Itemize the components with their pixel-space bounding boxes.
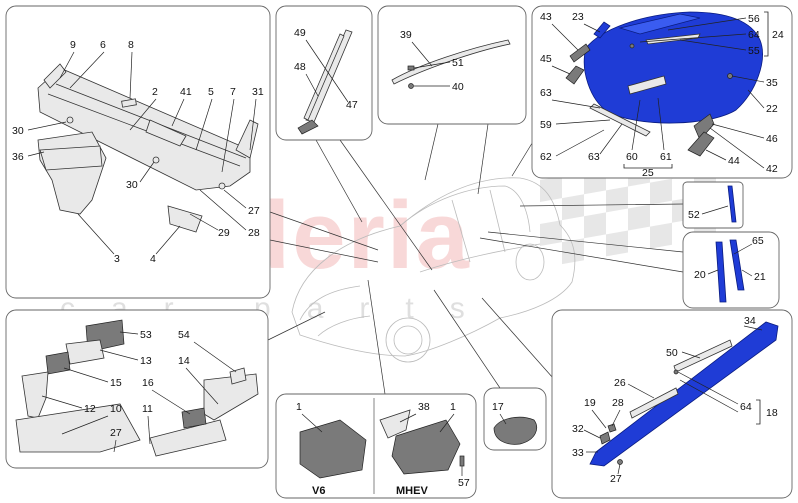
callout: 27 — [110, 427, 122, 439]
callout: 2 — [152, 86, 158, 98]
callout: 30 — [126, 179, 138, 191]
strip-52-callouts: 52 — [688, 205, 729, 221]
callout: 32 — [572, 423, 584, 435]
callout: 24 — [772, 29, 784, 41]
callout: 36 — [12, 151, 24, 163]
callout: 56 — [748, 13, 760, 25]
callout: 35 — [766, 77, 778, 89]
small-part-callouts: 17 — [492, 401, 507, 425]
callout: 26 — [614, 377, 626, 389]
callout: 39 — [400, 29, 412, 41]
callout: 12 — [84, 403, 96, 415]
callout: 60 — [626, 151, 638, 163]
callout: 64 — [740, 401, 752, 413]
callout: 38 — [418, 401, 430, 413]
callout: 11 — [142, 403, 153, 415]
callout: 4 — [150, 253, 156, 265]
callout: 1 — [450, 401, 456, 413]
callout: 22 — [766, 103, 778, 115]
panel-pillar-trim — [275, 5, 373, 141]
callout: 51 — [452, 57, 464, 69]
callout: 15 — [110, 377, 122, 389]
callout: 31 — [252, 86, 264, 98]
callout: 57 — [458, 477, 470, 489]
panel-strips-20-21 — [682, 231, 780, 309]
callout: 18 — [766, 407, 778, 419]
callout: 33 — [572, 447, 584, 459]
callout: 45 — [540, 53, 552, 65]
callout: 16 — [142, 377, 154, 389]
pillar-callouts: 49 48 47 — [294, 27, 358, 111]
panel-strip-52 — [682, 181, 744, 229]
callout: 43 — [540, 11, 552, 23]
panel-small-part — [483, 387, 547, 451]
callout: 65 — [752, 235, 764, 247]
callout: 10 — [110, 403, 122, 415]
callout: 17 — [492, 401, 504, 413]
callout: 62 — [540, 151, 552, 163]
callout: 63 — [540, 87, 552, 99]
rear-window-callouts: 43 23 56 64 55 24 45 35 22 63 59 46 62 6… — [540, 11, 784, 179]
panel-connectors — [267, 123, 684, 395]
panel-rear-window — [531, 5, 793, 179]
callout: 9 — [70, 39, 76, 51]
variant-label-mhev: MHEV — [396, 485, 428, 497]
callout: 54 — [178, 329, 190, 341]
callout: 40 — [452, 81, 464, 93]
callout: 30 — [12, 125, 24, 137]
variant-label-v6: V6 — [312, 485, 325, 497]
callout: 27 — [248, 205, 260, 217]
callout: 63 — [588, 151, 600, 163]
callout: 28 — [248, 227, 260, 239]
callout: 5 — [208, 86, 214, 98]
callout: 52 — [688, 209, 700, 221]
callout: 3 — [114, 253, 120, 265]
panel-insulation — [5, 309, 269, 469]
callout: 41 — [180, 86, 192, 98]
callout: 19 — [584, 397, 596, 409]
callout: 44 — [728, 155, 740, 167]
cowl-callouts: 9 6 8 2 41 5 7 31 30 36 30 27 29 28 3 4 — [12, 39, 264, 265]
callout: 59 — [540, 119, 552, 131]
callout: 8 — [128, 39, 134, 51]
panel-roof-trim — [377, 5, 527, 125]
callout: 13 — [140, 355, 152, 367]
callout: 53 — [140, 329, 152, 341]
callout: 64 — [748, 29, 760, 41]
insulation-callouts: 53 13 15 12 10 27 54 14 16 11 — [41, 329, 237, 453]
callout: 6 — [100, 39, 106, 51]
callout: 27 — [610, 473, 622, 485]
car-outline — [291, 177, 576, 363]
engine-covers-callouts: 1 38 1 57 V6 MHEV — [296, 401, 470, 497]
callout: 23 — [572, 11, 584, 23]
strips-20-21-callouts: 65 20 21 — [694, 235, 766, 283]
callout: 21 — [754, 271, 766, 283]
callout: 50 — [666, 347, 678, 359]
callout: 28 — [612, 397, 624, 409]
callout: 25 — [642, 167, 654, 179]
callout: 49 — [294, 27, 306, 39]
roof-trim-callouts: 39 51 40 — [400, 29, 464, 93]
callout: 48 — [294, 61, 306, 73]
callout: 29 — [218, 227, 230, 239]
callout: 14 — [178, 355, 190, 367]
panel-cowl-assembly — [5, 5, 271, 299]
sill-callouts: 34 50 26 19 28 64 18 32 33 27 — [572, 315, 778, 485]
callout: 1 — [296, 401, 302, 413]
panel-engine-covers — [275, 393, 477, 499]
callout: 46 — [766, 133, 778, 145]
callout: 55 — [748, 45, 760, 57]
callout: 20 — [694, 269, 706, 281]
callout: 42 — [766, 163, 778, 175]
callout: 47 — [346, 99, 358, 111]
callout: 61 — [660, 151, 672, 163]
callout: 7 — [230, 86, 236, 98]
callout: 34 — [744, 315, 756, 327]
